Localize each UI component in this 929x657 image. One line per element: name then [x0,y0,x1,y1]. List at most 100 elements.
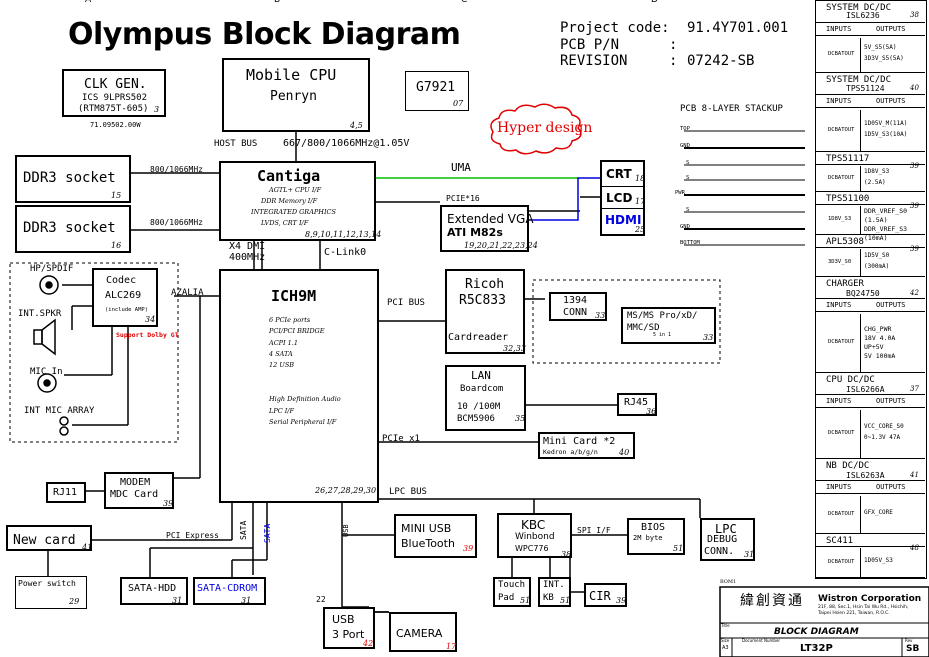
stackup-layer-2: GND [680,143,690,149]
cir-page: 39 [616,596,627,605]
display-outputs-block: CRT 18 LCD 17 HDMI 25 [600,160,645,236]
cantiga-page: 8,9,10,11,12,13,14 [305,230,382,239]
ich9m-feature-6: High Definition Audio [269,395,341,403]
power-input-value: DCBATOUT [828,339,855,345]
int-kb-title: INT. [543,580,565,590]
hyper-design-cloud [490,103,582,155]
size-value: A3 [722,645,729,651]
mini-card-block: Mini Card *2 Kedron a/b/g/n 40 [538,432,635,459]
cpu-block: Mobile CPU Penryn 4,5 [222,58,370,132]
ich9m-feature-4: 4 SATA [269,350,293,358]
codec-note: (include AMP) [105,307,149,313]
card-reader-count: 5 in 1 [653,332,672,338]
lcd-page: 17 [635,197,646,206]
spi-label: SPI I/F [577,526,611,535]
power-io-divider [860,206,861,234]
power-input-value: 3D3V_S0 [828,258,852,265]
power-section-page: 48 [910,544,919,552]
ddr3-socket-2-page: 16 [111,241,122,250]
ddr3-socket-2: DDR3 socket 16 [15,205,131,253]
power-io-divider [860,314,861,372]
conn1394-title: 1394 [563,295,588,306]
lan-page: 35 [515,414,526,423]
ich9m-feature-7: LPC I/F [269,407,294,415]
codec-chip: ALC269 [105,290,142,301]
lan-block: LAN Boardcom 10 /100M BCM5906 35 [445,365,526,431]
col-letter-c: C [461,0,468,5]
col-letter-d: D [651,0,658,5]
int-kb-sub: KB [543,593,554,603]
pcb-pn-label: PCB P/N [560,37,620,53]
card-reader-5in1-block: MS/MS Pro/xD/ MMC/SD 5 in 1 33 [621,307,716,344]
power-io-divider [860,496,861,533]
hdmi-page: 25 [635,225,646,234]
power-section-title: TPS51117 [826,154,870,164]
clk-gen-title: CLK GEN. [84,77,147,92]
hyper-design-label: Hyper design [497,120,593,136]
new-card-title: New card [13,533,76,548]
mic-in-label: MIC In [30,367,63,377]
stackup-layer-5: PWR [675,190,685,196]
power-outputs-header: OUTPUTS [876,397,906,405]
bios-page: 51 [673,544,684,553]
stackup-title: PCB 8-LAYER STACKUP [680,104,783,114]
mini-usb-page: 39 [463,544,474,553]
lan-chip: BCM5906 [457,414,495,424]
power-output-value: 1D8V_S3 [864,167,890,175]
power-section-page: 39 [910,162,919,170]
clk-gen-part-number: 71.09502.00W [90,121,141,129]
power-input-value: DCBATOUT [828,510,855,517]
power-output-value: 0~1.3V 47A [864,434,901,441]
revision-separator: : [669,53,678,69]
codec-block: Codec ALC269 (include AMP) 34 [92,268,158,327]
sata-cdrom-title: SATA-CDROM [197,583,258,594]
pci-bus-label: PCI BUS [387,298,425,308]
vga-page: 19,20,21,22,23,24 [464,241,538,250]
codec-page: 34 [145,315,156,324]
title-label: Title [721,623,730,628]
ich9m-page: 26,27,28,29,30 [315,486,377,495]
power-inputs-header: INPUTS [826,301,852,309]
kbc-vendor: Winbond [515,532,555,542]
int-spkr-label: INT.SPKR [18,309,62,319]
pcie16-label: PCIE*16 [446,194,480,203]
power-input-value: DCBATOUT [828,174,855,181]
cir-block: CIR 39 [584,583,627,607]
ricoh-cardreader: Cardreader [448,332,509,343]
dmi-label: X4 DMI [229,241,266,252]
sata-hdd-page: 31 [172,596,183,605]
conn1394-conn: CONN [563,307,588,318]
clk-gen-chip: ICS 9LPRS502 [82,93,148,103]
clink-label: C-Link0 [324,247,367,258]
ich9m-feature-2: PCI/PCI BRIDGE [269,327,325,335]
new-card-page: 41 [82,543,93,552]
power-switch-title: Power switch [18,579,76,588]
rj45-page: 36 [646,407,657,416]
power-section-title: TPS51100 [826,194,870,204]
lpc-debug-page: 31 [744,550,755,559]
rj11-title: RJ11 [53,487,78,498]
power-section-title: SC411 [826,536,854,546]
lpc-debug-title: LPC [715,522,737,536]
ricoh-title: Ricoh [465,277,505,292]
power-output-value: 1D05V_S3 [864,557,893,564]
power-io-divider [860,38,861,72]
project-code-label: Project code: [560,20,670,36]
g7921-title: G7921 [416,80,456,95]
crt-label: CRT [606,167,632,181]
power-outputs-header: OUTPUTS [876,97,906,105]
usb-title: USB [332,613,355,626]
power-output-value: 5V 100mA [864,352,896,360]
power-inputs-header: INPUTS [826,25,852,33]
power-divider [816,546,925,547]
power-section-title: NB DC/DC [826,461,870,471]
hp-spdif-label: HP/SPDIF [30,264,74,274]
ddr3-socket-1: DDR3 socket 15 [15,155,131,203]
